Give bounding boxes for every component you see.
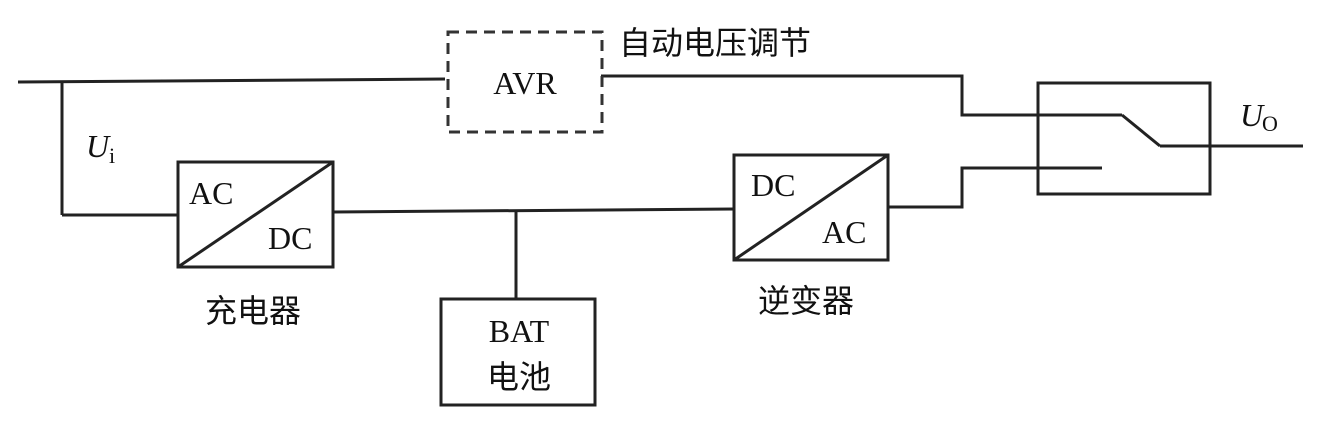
inverter-block: DC AC 逆变器 <box>732 153 890 320</box>
battery-block: BAT 电池 <box>439 297 597 407</box>
inverter-output-line <box>888 166 1038 209</box>
charger-caption: 充电器 <box>205 292 301 330</box>
dc-bus-line <box>332 207 735 214</box>
output-voltage-subscript: O <box>1262 111 1278 136</box>
wiring <box>17 74 1303 299</box>
inverter-diagonal <box>733 153 889 262</box>
battery-box <box>439 297 597 407</box>
inverter-caption: 逆变器 <box>758 282 854 320</box>
avr-caption: 自动电压调节 <box>619 24 811 62</box>
battery-caption: 电池 <box>487 358 551 396</box>
bypass-output-line <box>601 74 1038 117</box>
input-voltage-symbol: U <box>86 128 111 164</box>
avr-block: AVR 自动电压调节 <box>446 24 811 134</box>
avr-label: AVR <box>493 65 557 101</box>
inverter-ac-label: AC <box>822 214 866 250</box>
avr-box <box>446 30 604 134</box>
charger-ac-label: AC <box>189 175 233 211</box>
input-line <box>17 77 446 84</box>
charger-box <box>176 160 335 269</box>
charger-block: AC DC 充电器 <box>176 160 335 330</box>
input-voltage-label: U i <box>86 128 115 168</box>
transfer-switch-block <box>1036 81 1212 196</box>
inverter-box <box>732 153 890 262</box>
switch-lever <box>1121 113 1161 148</box>
charger-dc-label: DC <box>268 220 312 256</box>
battery-label: BAT <box>489 313 550 349</box>
input-voltage-subscript: i <box>109 143 115 168</box>
inverter-dc-label: DC <box>751 167 795 203</box>
output-voltage-symbol: U <box>1240 97 1265 133</box>
output-voltage-label: U O <box>1240 97 1278 136</box>
switch-box <box>1036 81 1212 196</box>
charger-diagonal <box>177 160 334 269</box>
